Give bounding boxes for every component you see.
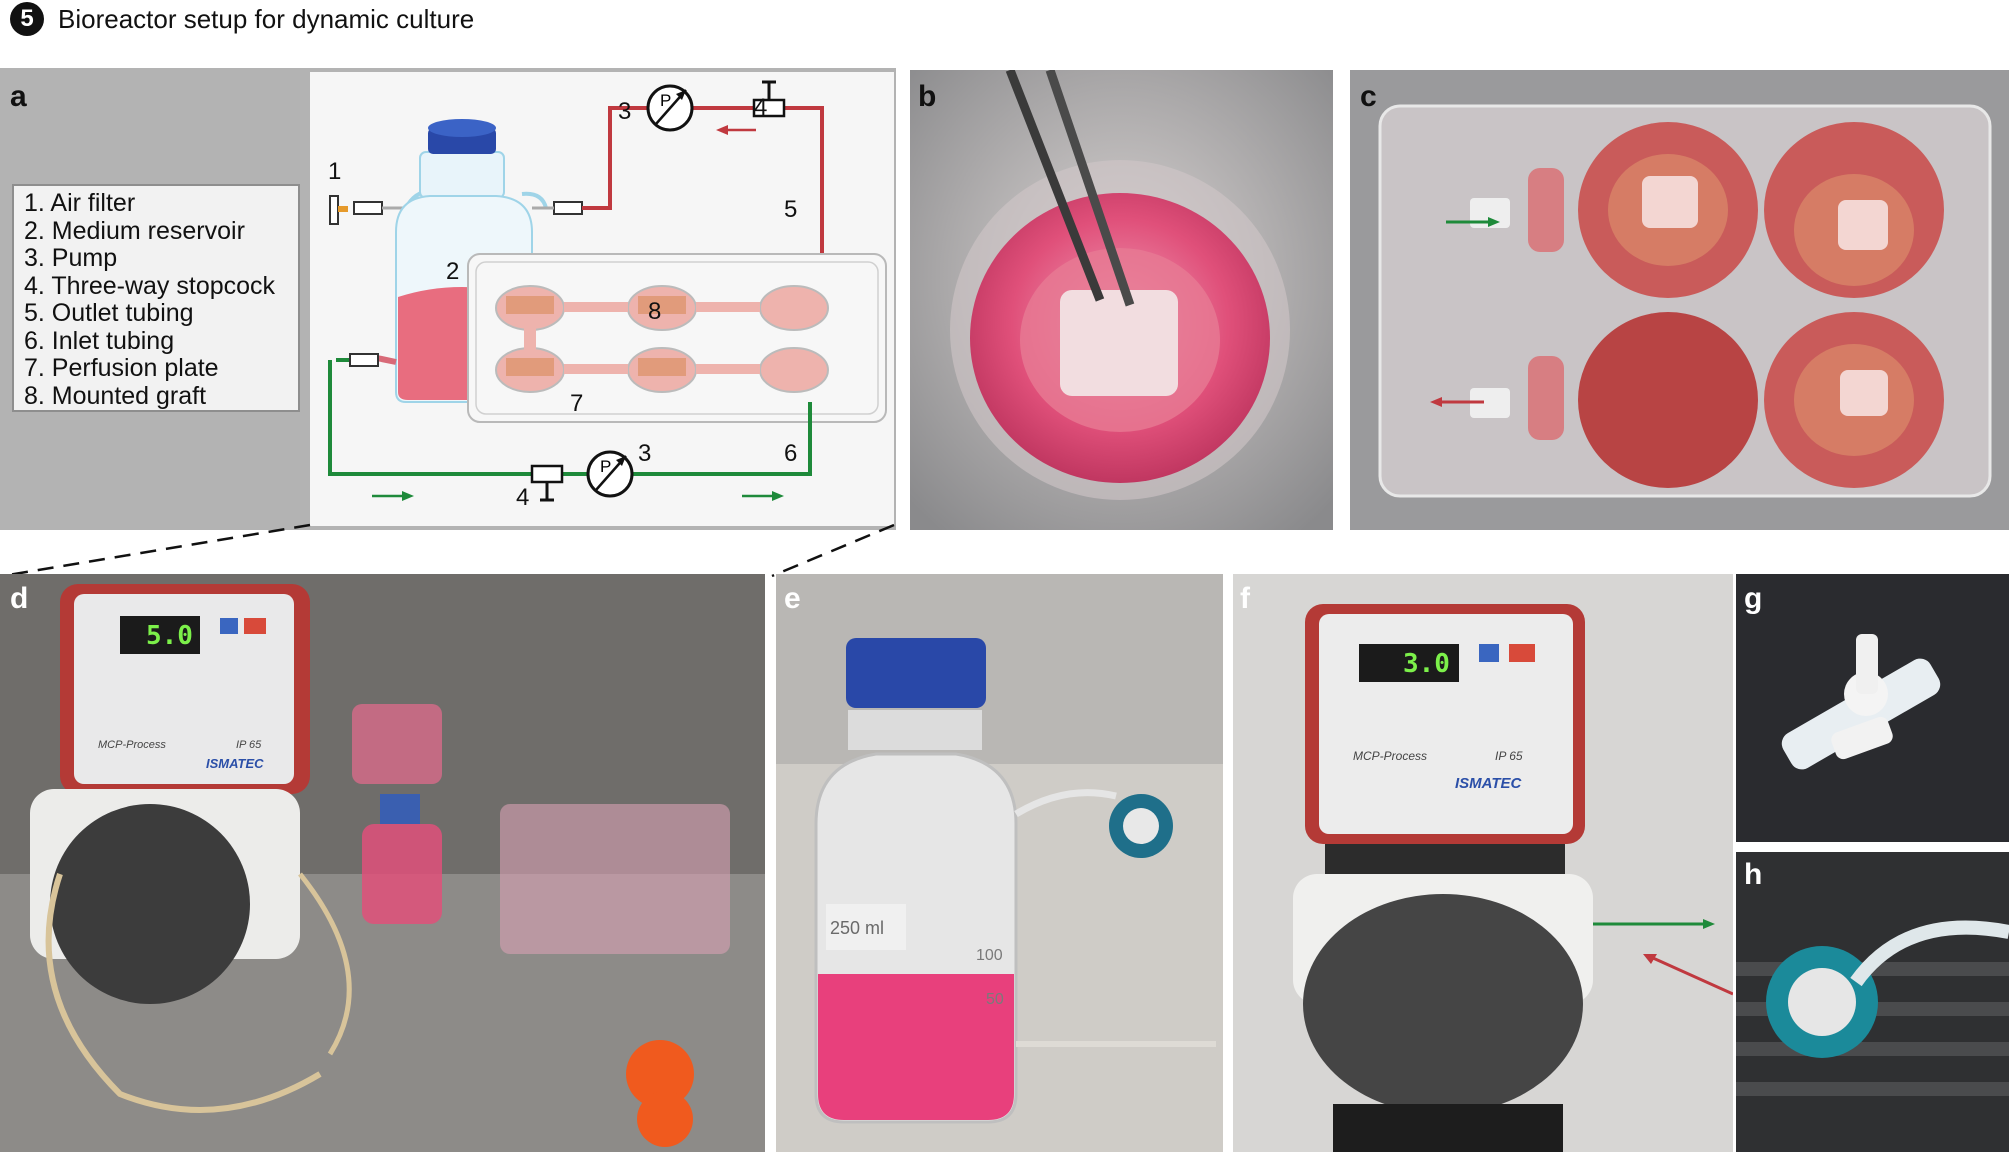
- panel-label-a: a: [10, 80, 27, 113]
- photo-d-incubator-setup: 5.0 MCP-Process IP 65 ISMATEC: [0, 574, 765, 1152]
- panel-label-f: f: [1240, 582, 1250, 615]
- svg-text:MCP-Process: MCP-Process: [1353, 749, 1427, 763]
- svg-text:100: 100: [976, 947, 1003, 964]
- legend-item: 5. Outlet tubing: [24, 299, 194, 327]
- pump-icon: P: [586, 450, 634, 498]
- outlet-tubing: [784, 106, 824, 262]
- panel-label-c: c: [1360, 80, 1377, 113]
- photo-g-stopcock: [1736, 574, 2009, 842]
- legend-item: 1. Air filter: [24, 189, 136, 217]
- inlet-tubing: [328, 360, 532, 476]
- svg-text:IP 65: IP 65: [236, 739, 262, 751]
- schematic-panel: P: [310, 72, 894, 526]
- three-way-stopcock-icon: [530, 464, 564, 502]
- bioreactor-schematic: P: [328, 80, 887, 502]
- figure-title: Bioreactor setup for dynamic culture: [58, 3, 475, 34]
- panel-label-e: e: [784, 582, 801, 615]
- panel-label-g: g: [1744, 582, 1763, 615]
- connector-icon: [553, 201, 583, 215]
- svg-text:50: 50: [986, 991, 1004, 1008]
- panel-label-h: h: [1744, 858, 1763, 891]
- legend-item: 7. Perfusion plate: [24, 354, 219, 382]
- legend-item: 4. Three-way stopcock: [24, 271, 276, 300]
- diagram-number-3: 3: [618, 98, 632, 125]
- svg-text:ISMATEC: ISMATEC: [1455, 775, 1523, 792]
- svg-text:250 ml: 250 ml: [830, 918, 884, 938]
- svg-text:ISMATEC: ISMATEC: [206, 756, 264, 771]
- zoom-connector-lines: [1, 523, 895, 578]
- connector-icon: [349, 353, 379, 367]
- diagram-number-7: 7: [570, 390, 584, 417]
- legend-box: 1. Air filter 2. Medium reservoir 3. Pum…: [12, 184, 300, 412]
- panel-label-b: b: [918, 80, 937, 113]
- svg-text:P: P: [600, 457, 611, 476]
- perfusion-plate-icon: [467, 253, 887, 423]
- svg-text:IP 65: IP 65: [1495, 749, 1523, 763]
- legend-item: 6. Inlet tubing: [24, 326, 175, 355]
- photo-f-peristaltic-pump: 3.0 MCP-Process IP 65 ISMATEC: [1233, 574, 1733, 1152]
- photo-b-graft-well: [910, 70, 1333, 530]
- diagram-number-4: 4: [754, 94, 768, 121]
- diagram-number-8: 8: [648, 298, 662, 325]
- legend-item: 2. Medium reservoir: [24, 216, 245, 245]
- svg-text:5.0: 5.0: [146, 621, 193, 651]
- photo-h-air-filter: [1736, 852, 2009, 1152]
- panel-label-d: d: [10, 582, 29, 615]
- photo-e-medium-bottle: 250 ml 100 50: [776, 574, 1223, 1152]
- diagram-number-5: 5: [784, 196, 798, 223]
- legend-item: 3. Pump: [24, 244, 118, 272]
- diagram-number-2: 2: [446, 258, 460, 285]
- diagram-number-6: 6: [784, 440, 798, 467]
- pump-icon: P: [646, 84, 694, 132]
- air-filter-icon: [329, 195, 406, 225]
- three-way-stopcock-icon: [752, 80, 786, 118]
- svg-text:P: P: [660, 91, 671, 110]
- legend-item: 8. Mounted graft: [24, 381, 207, 410]
- diagram-number-1: 1: [328, 158, 342, 185]
- figure-header: 5 Bioreactor setup for dynamic culture: [10, 2, 474, 36]
- step-number-badge: 5: [10, 2, 44, 36]
- svg-text:3.0: 3.0: [1403, 649, 1450, 679]
- svg-text:MCP-Process: MCP-Process: [98, 739, 166, 751]
- diagram-number-4: 4: [516, 484, 530, 511]
- photo-c-perfusion-plate: [1350, 70, 2009, 530]
- diagram-number-3: 3: [638, 440, 652, 467]
